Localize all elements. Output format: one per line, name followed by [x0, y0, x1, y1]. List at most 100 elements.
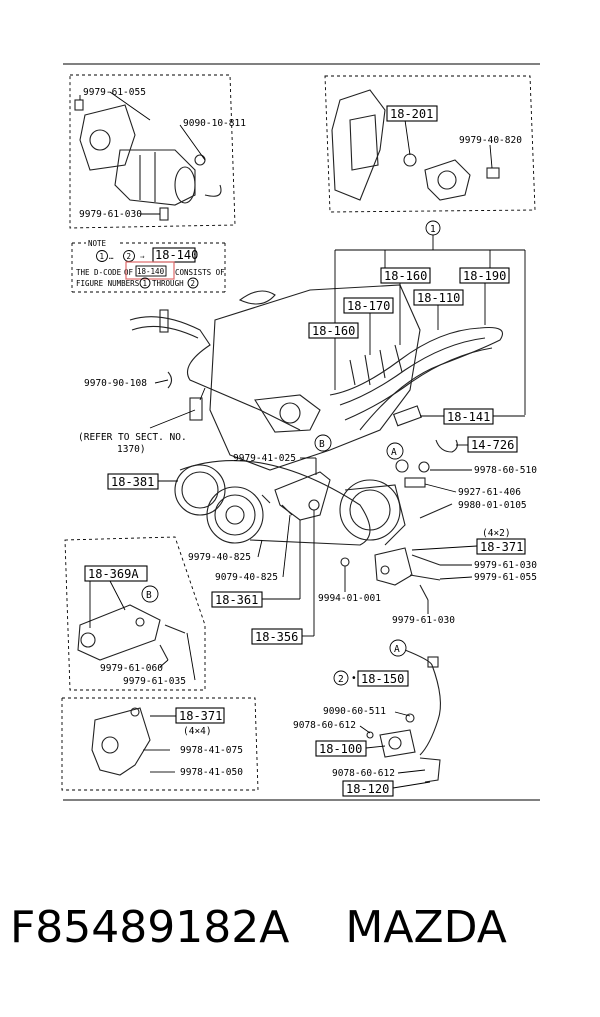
caption-part-number: F85489182A	[10, 902, 290, 953]
label-9978-41-050: 9978-41-050	[180, 767, 243, 778]
leader-18-100	[365, 745, 386, 749]
note-arrow: ⇒	[140, 252, 145, 261]
code-box-18-361	[211, 591, 263, 608]
label-9979-61-055-mid: 9979-61-055	[474, 572, 537, 583]
code-18-356: 18-356	[255, 630, 298, 644]
marker-b-center: B	[319, 439, 325, 450]
note-line3-marker-2: 2	[191, 279, 196, 288]
code-18-160-b: 18-160	[312, 324, 355, 338]
label-x4x2: (4×2)	[482, 528, 511, 539]
label-9090-10-811: 9090-10-811	[183, 118, 246, 129]
refer-line-1: (REFER TO SECT. NO.	[78, 432, 187, 443]
distributor-inset	[324, 75, 536, 213]
code-18-201: 18-201	[390, 107, 433, 121]
label-9079-40-825: 9079-40-825	[215, 572, 278, 583]
label-9979-61-030-top: 9979-61-030	[79, 209, 142, 220]
code-box-18-100	[315, 740, 367, 757]
marker-b-circle-left	[141, 585, 159, 603]
leader-refer	[149, 409, 196, 429]
bottom-left-inset	[61, 697, 259, 791]
code-18-371-a: 18-371	[480, 540, 523, 554]
code-18-369a: 18-369A	[88, 567, 139, 581]
code-18-150: 18-150	[361, 672, 404, 686]
code-18-371-b: 18-371	[179, 709, 222, 723]
label-9979-61-030-low: 9979-61-030	[392, 615, 455, 626]
code-box-18-141	[443, 408, 494, 425]
note-box: NOTE 1 … 2 ⇒ 18-140 THE D-CODE OF 18-140…	[71, 238, 226, 293]
code-box-14-726	[467, 436, 518, 453]
leader-18-371-a	[411, 545, 478, 551]
left-inset	[64, 536, 206, 691]
leader-9927-61-406	[424, 483, 457, 493]
marker-a-center: A	[391, 447, 397, 458]
note-ellipsis: …	[109, 252, 114, 261]
code-18-110: 18-110	[417, 291, 460, 305]
leader-18-120	[392, 781, 431, 789]
code-box-18-381	[107, 473, 159, 490]
code-box-18-190	[459, 267, 510, 284]
note-line2-c: CONSISTS OF	[175, 268, 225, 277]
code-18-170: 18-170	[347, 299, 390, 313]
dot-separator: •	[351, 673, 357, 684]
note-marker-2: 2	[127, 252, 132, 261]
leader-9979-61-035	[186, 632, 196, 681]
marker-2-circle	[333, 670, 349, 686]
label-9078-60-612-b: 9078-60-612	[332, 768, 395, 779]
left-inset-bracket-drawing	[77, 580, 186, 661]
marker-a-bottom: A	[394, 644, 400, 655]
code-box-18-369a	[84, 565, 148, 582]
code-18-160-a: 18-160	[384, 269, 427, 283]
marker-1-leaders	[334, 235, 526, 415]
label-9994-01-001: 9994-01-001	[318, 593, 381, 604]
label-9927-61-406: 9927-61-406	[458, 487, 521, 498]
code-box-18-201	[386, 105, 438, 122]
note-marker-1: 1	[100, 252, 105, 261]
code-box-18-120	[342, 780, 394, 797]
marker-1: 1	[430, 224, 436, 235]
label-9979-61-060: 9979-61-060	[100, 663, 163, 674]
code-18-120: 18-120	[346, 782, 389, 796]
code-18-141: 18-141	[447, 410, 490, 424]
note-line3-marker-1: 1	[143, 279, 148, 288]
label-9979-61-035: 9979-61-035	[123, 676, 186, 687]
engine-drawing	[129, 284, 504, 601]
label-9979-40-825: 9979-40-825	[188, 552, 251, 563]
code-18-361: 18-361	[215, 593, 258, 607]
leader-9079-40-825	[282, 514, 291, 578]
label-9979-61-030-mid: 9979-61-030	[474, 560, 537, 571]
distributor-drawing	[331, 89, 500, 201]
code-box-18-170	[343, 297, 394, 314]
code-box-18-371-a	[476, 538, 526, 555]
bottom-left-bracket-drawing	[91, 707, 175, 776]
starter-motor-drawing	[74, 91, 222, 221]
code-box-18-160-b	[308, 322, 359, 339]
caption-brand: MAZDA	[345, 902, 507, 953]
refer-line-2: 1370)	[117, 444, 146, 455]
code-box-18-160-a	[380, 267, 431, 284]
label-9090-60-511: 9090-60-511	[323, 706, 386, 717]
note-line2-b: OF	[124, 268, 134, 277]
code-box-18-356	[251, 628, 303, 645]
label-9979-40-820: 9979-40-820	[459, 135, 522, 146]
marker-2: 2	[338, 674, 344, 685]
leader-9979-61-060	[159, 659, 169, 668]
leader-9979-40-825	[257, 539, 263, 558]
note-code-inline: 18-140	[137, 267, 165, 276]
code-18-381: 18-381	[111, 475, 154, 489]
label-9980-01-0105: 9980-01-0105	[458, 500, 527, 511]
marker-b-left: B	[146, 590, 152, 601]
label-x4x4: (4×4)	[183, 726, 212, 737]
label-9078-60-612-a: 9078-60-612	[293, 720, 356, 731]
note-line2-a: THE D-CODE	[76, 268, 122, 277]
code-14-726: 14-726	[471, 438, 514, 452]
label-9979-41-025: 9979-41-025	[233, 453, 296, 464]
code-box-18-150	[357, 670, 409, 687]
marker-b-circle-center	[314, 434, 332, 452]
label-9970-90-108: 9970-90-108	[84, 378, 147, 389]
leader-9979-61-055-mid	[439, 576, 473, 580]
label-9978-60-510: 9978-60-510	[474, 465, 537, 476]
label-9978-41-075: 9978-41-075	[180, 745, 243, 756]
note-line3-a: FIGURE NUMBERS	[76, 279, 140, 288]
label-9979-61-055-top: 9979-61-055	[83, 87, 146, 98]
